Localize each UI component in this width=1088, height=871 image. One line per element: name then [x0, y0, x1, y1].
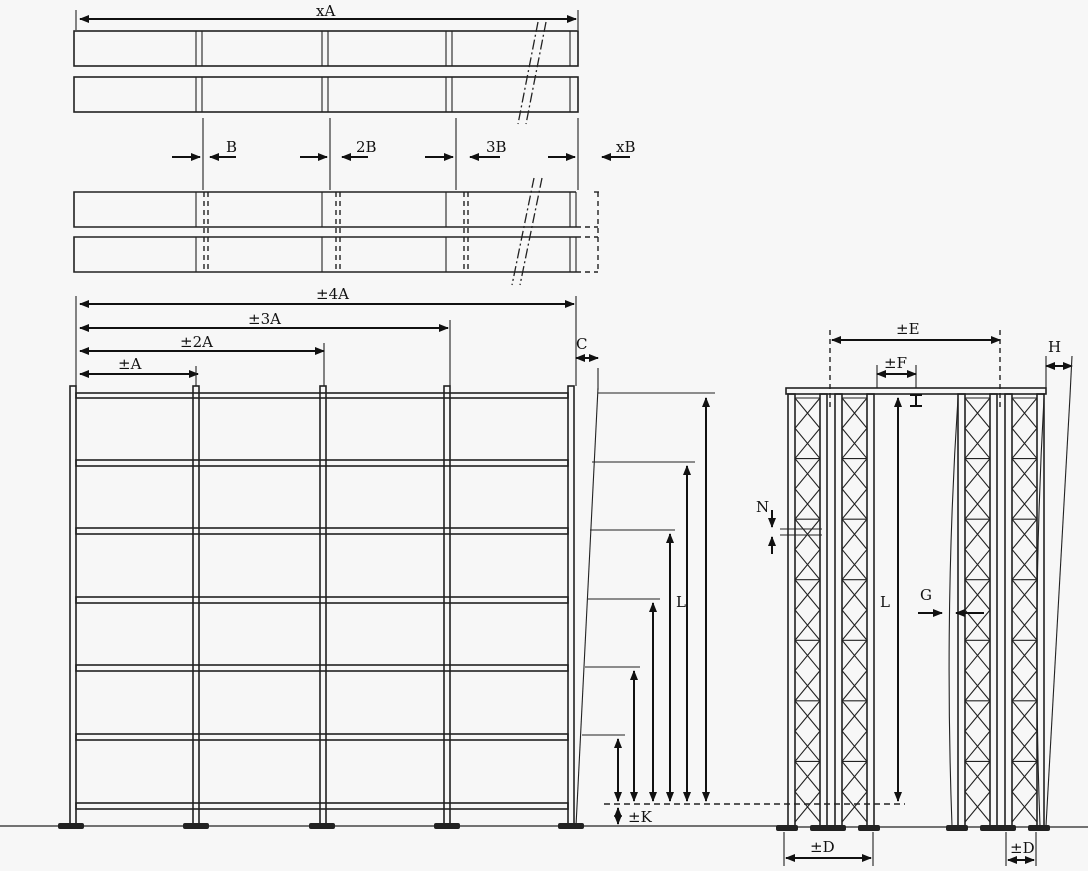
brace-segment: [794, 458, 821, 520]
brace-segment: [1011, 761, 1038, 823]
label-3A: ±3A: [248, 310, 281, 328]
plan-view-deviation: B 2B 3B xB: [73, 118, 635, 286]
label-3B: 3B: [486, 138, 507, 156]
brace-segment: [964, 518, 991, 581]
brace-segment: [964, 761, 991, 823]
label-N: N: [756, 498, 769, 516]
brace-segment: [1011, 700, 1038, 762]
label-K: ±K: [628, 808, 653, 826]
brace-segment: [1011, 458, 1038, 520]
label-A: ±A: [118, 355, 142, 373]
label-2A: ±2A: [180, 333, 213, 351]
brace-segment: [794, 700, 821, 762]
label-B: B: [226, 138, 237, 156]
brace-segment: [841, 579, 868, 641]
brace-segment: [964, 397, 991, 459]
brace-segment: [794, 579, 821, 641]
label-L-front: L: [676, 593, 686, 611]
brace-segment: [964, 579, 991, 641]
brace-segment: [794, 761, 821, 823]
brace-segment: [841, 397, 868, 459]
brace-segment: [841, 761, 868, 823]
brace-segment: [964, 700, 991, 762]
label-G: G: [920, 586, 932, 604]
brace-segment: [1011, 397, 1038, 459]
brace-segment: [1011, 579, 1038, 641]
label-H: H: [1048, 338, 1061, 356]
label-C: C: [576, 335, 587, 353]
label-E: ±E: [896, 320, 920, 338]
brace-segment: [841, 458, 868, 520]
brace-segment: [841, 700, 868, 762]
brace-segment: [794, 518, 821, 581]
label-xB: xB: [616, 138, 635, 156]
brace-segment: [841, 518, 868, 581]
brace-segment: [841, 639, 868, 702]
brace-segment: [964, 458, 991, 520]
plan-view-beams: xA: [73, 2, 579, 125]
brace-segment: [1011, 518, 1038, 581]
brace-segment: [794, 397, 821, 459]
label-4A: ±4A: [316, 285, 349, 303]
brace-segment: [964, 639, 991, 702]
brace-segment: [794, 639, 821, 702]
label-D-right: ±D: [1010, 839, 1035, 857]
side-elevation: ±E ±F H: [756, 320, 1088, 866]
brace-segment: [1011, 639, 1038, 702]
label-D-left: ±D: [810, 838, 835, 856]
label-L-side: L: [880, 593, 890, 611]
front-elevation: ±4A ±3A ±2A ±A: [0, 285, 905, 829]
label-xA: xA: [316, 2, 335, 20]
label-2B: 2B: [356, 138, 377, 156]
label-F: ±F: [884, 354, 907, 372]
